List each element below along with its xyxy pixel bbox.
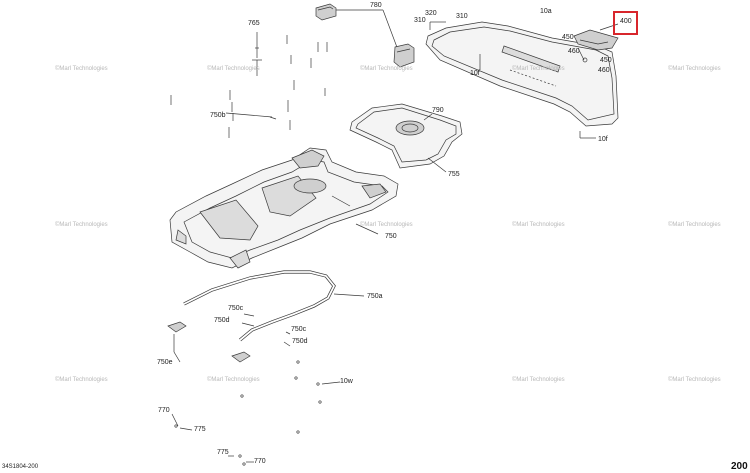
highlight-box bbox=[613, 11, 638, 35]
floor-mat-plate bbox=[425, 21, 619, 139]
watermark: ©Marl Technologies bbox=[668, 222, 721, 228]
callout-label: 10w bbox=[340, 378, 353, 385]
page-label: 200 bbox=[731, 461, 748, 472]
callout-label: 460 bbox=[598, 67, 610, 74]
callout-label: 750 bbox=[385, 233, 397, 240]
callout-label: 780 bbox=[370, 2, 382, 9]
watermark: ©Marl Technologies bbox=[668, 66, 721, 72]
document-code: 34S1804-200 bbox=[2, 464, 39, 470]
watermark: ©Marl Technologies bbox=[207, 377, 260, 383]
mount-block-780 bbox=[315, 3, 415, 68]
callout-label: 750a bbox=[367, 293, 383, 300]
callout-label: 770 bbox=[158, 407, 170, 414]
watermark: ©Marl Technologies bbox=[512, 66, 565, 72]
floor-pan-750 bbox=[169, 147, 399, 269]
callout-label: 310 bbox=[414, 17, 426, 24]
watermark: ©Marl Technologies bbox=[55, 377, 108, 383]
callout-label: 750c bbox=[291, 326, 307, 333]
callout-label: 755 bbox=[448, 171, 460, 178]
callout-label: 775 bbox=[217, 449, 229, 456]
callout-label: 750d bbox=[214, 317, 230, 324]
callout-label: 450 bbox=[562, 34, 574, 41]
callout-label: 400 bbox=[620, 18, 632, 25]
callout-label: 320 bbox=[425, 10, 437, 17]
watermark: ©Marl Technologies bbox=[512, 377, 565, 383]
callout-label: 310 bbox=[456, 13, 468, 20]
watermark: ©Marl Technologies bbox=[55, 66, 108, 72]
clip-parts bbox=[167, 313, 291, 363]
callout-label: 460 bbox=[568, 48, 580, 55]
callout-label: 750e bbox=[157, 359, 173, 366]
callout-label: 770 bbox=[254, 458, 266, 465]
callout-label: 10f bbox=[470, 70, 480, 77]
watermark: ©Marl Technologies bbox=[360, 222, 413, 228]
lower-fasteners bbox=[171, 360, 341, 466]
watermark: ©Marl Technologies bbox=[512, 222, 565, 228]
bracket-400 bbox=[573, 23, 619, 63]
callout-label: 775 bbox=[194, 426, 206, 433]
callout-label: 450 bbox=[600, 57, 612, 64]
watermark: ©Marl Technologies bbox=[207, 66, 260, 72]
callout-label: 750b bbox=[210, 112, 226, 119]
watermark: ©Marl Technologies bbox=[668, 377, 721, 383]
callout-label: 750c bbox=[228, 305, 244, 312]
seal-strip-750a bbox=[183, 270, 365, 342]
callout-label: 10a bbox=[540, 8, 552, 15]
bolt-cluster bbox=[170, 32, 328, 138]
watermark: ©Marl Technologies bbox=[360, 66, 413, 72]
center-mat-755 bbox=[349, 103, 463, 173]
callout-label: 750d bbox=[292, 338, 308, 345]
callout-label: 10f bbox=[598, 136, 608, 143]
callout-label: 765 bbox=[248, 20, 260, 27]
callout-label: 790 bbox=[432, 107, 444, 114]
watermark: ©Marl Technologies bbox=[55, 222, 108, 228]
